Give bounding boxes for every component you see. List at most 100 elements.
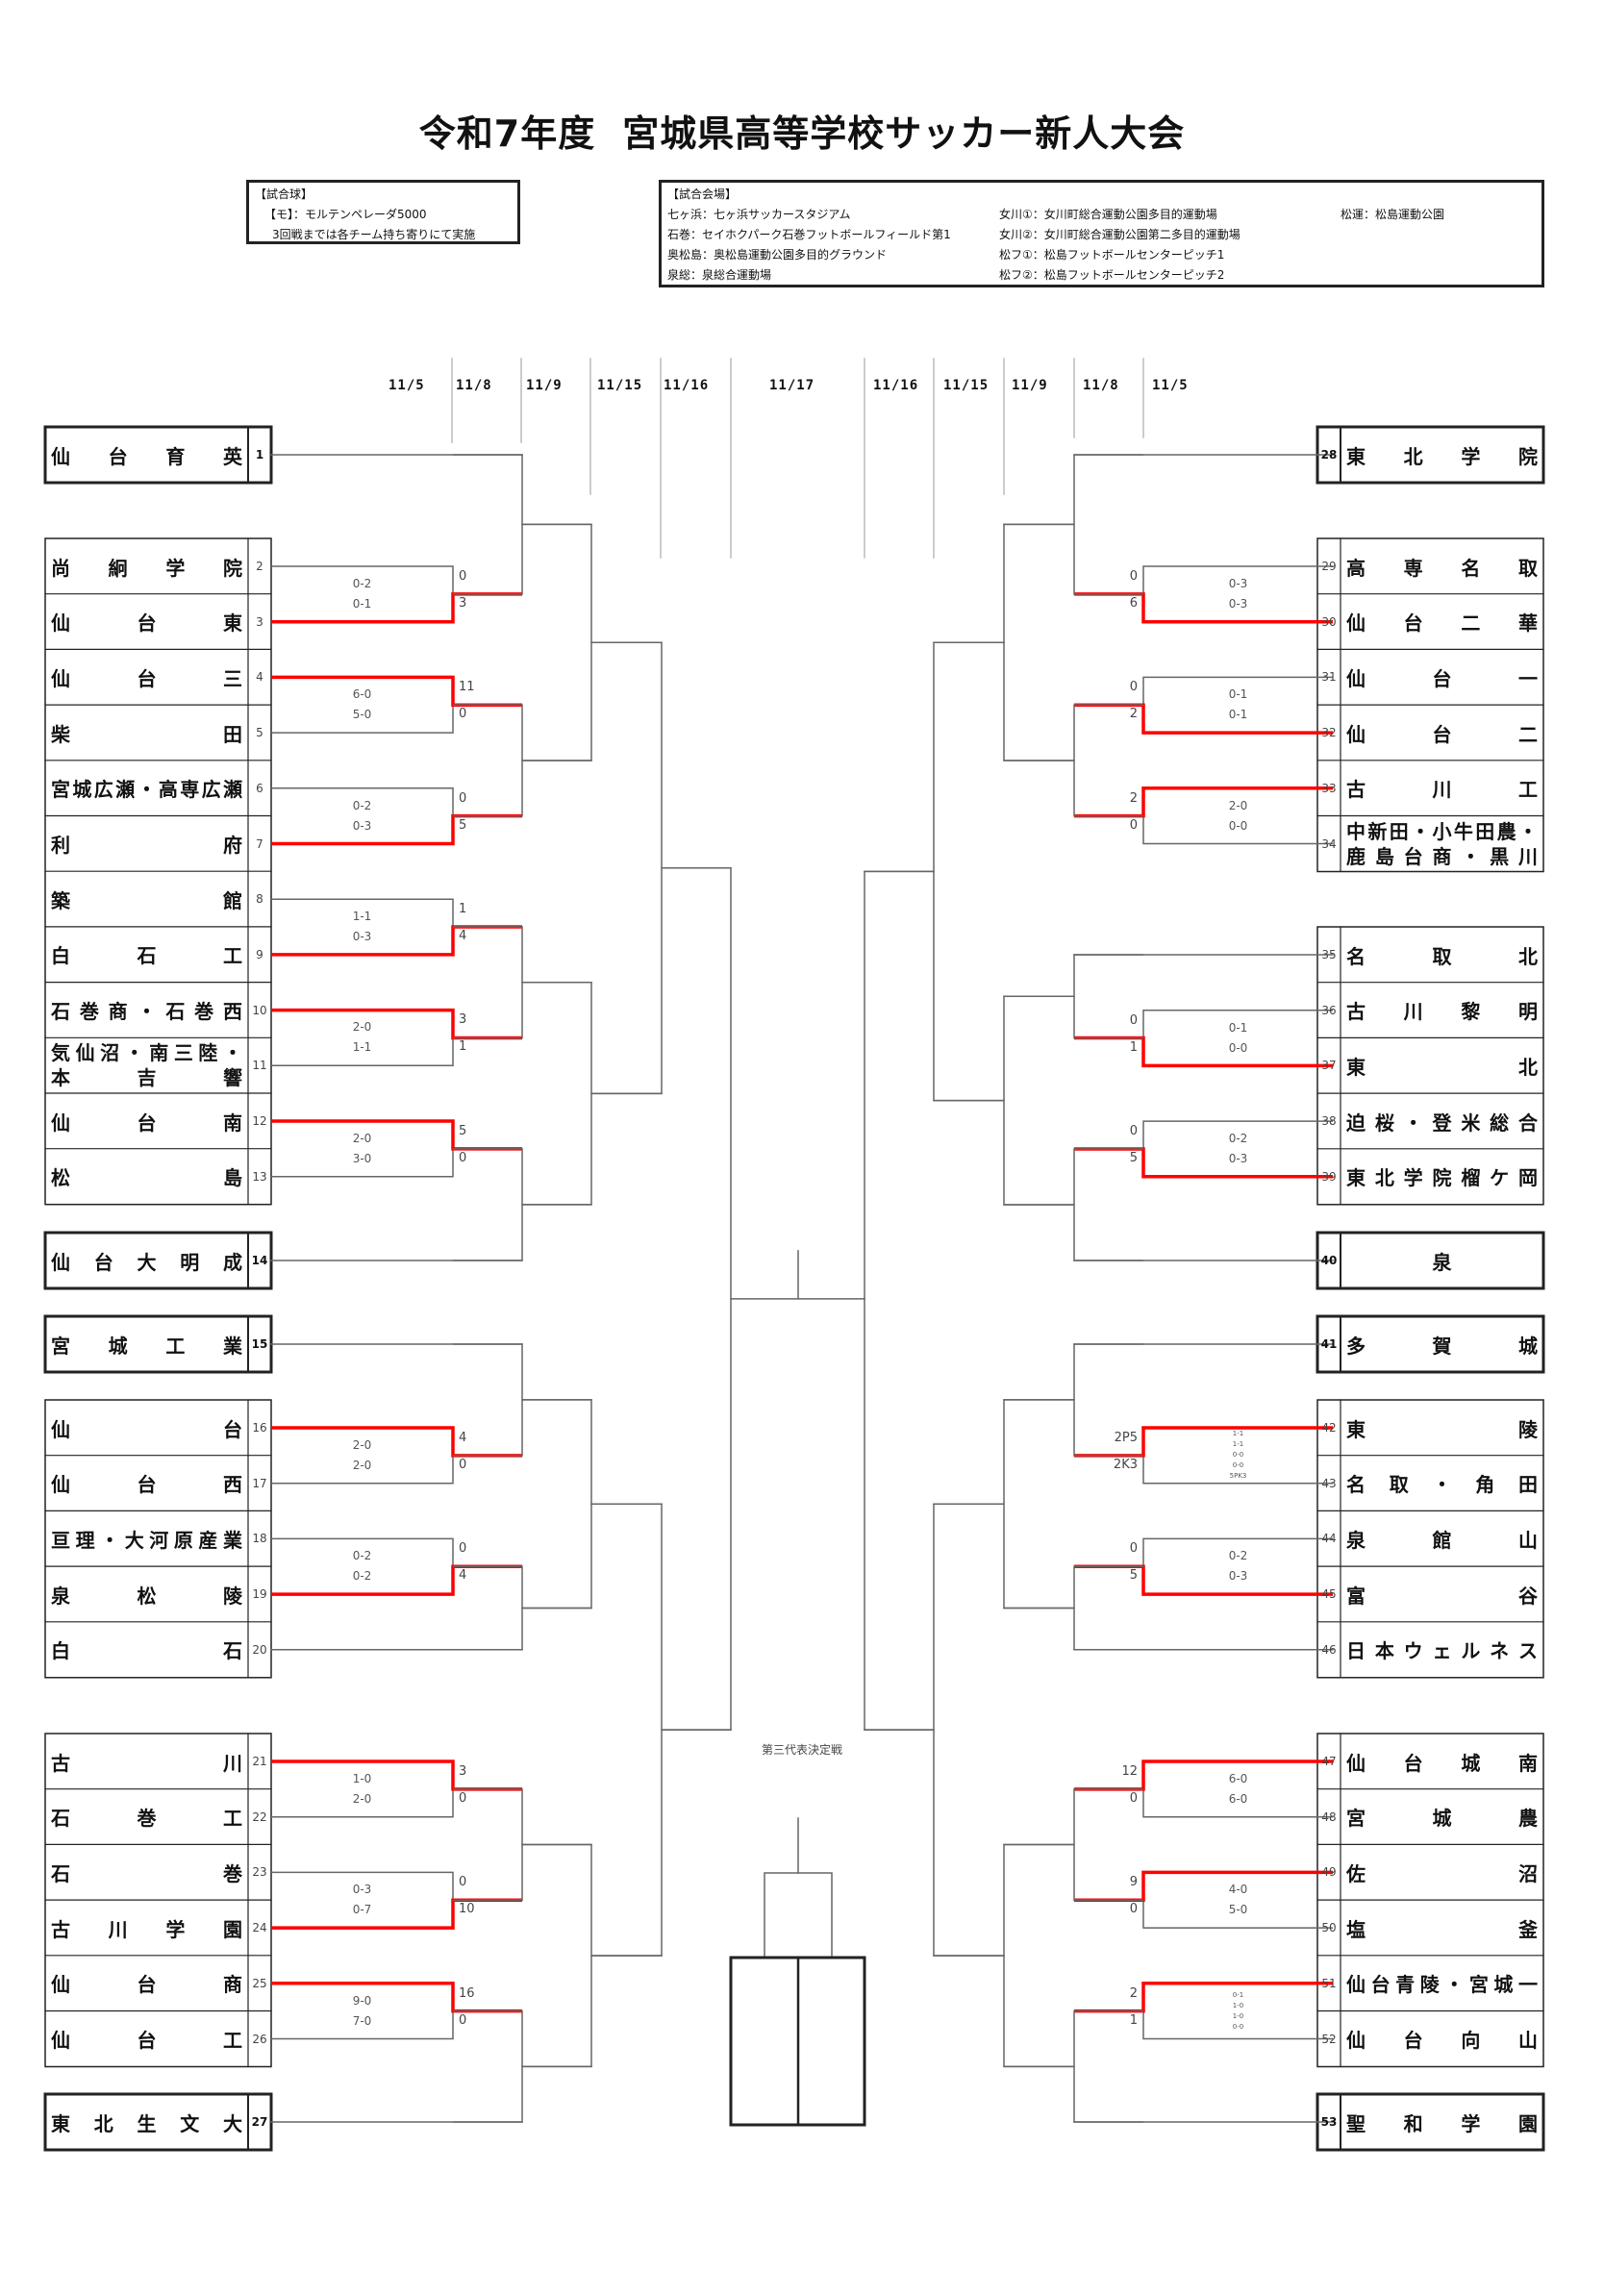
half-score: 0-7 — [352, 1903, 372, 1917]
team-number: 21 — [252, 1755, 267, 1768]
half-score: 0-2 — [352, 798, 372, 812]
team-number: 27 — [251, 2115, 268, 2129]
team-name-char: 一 — [1518, 666, 1538, 690]
team-number: 43 — [1321, 1476, 1337, 1490]
team-name-char: 瀬 — [115, 778, 136, 802]
team-name-char: 英 — [222, 444, 242, 468]
team-name-char: ・ — [1411, 819, 1431, 843]
team-name-char: 原 — [173, 1528, 193, 1552]
team-name-char: 東 — [1346, 1055, 1366, 1079]
team-name-char: 塩 — [1346, 1917, 1366, 1941]
team-name-char: 石 — [223, 1639, 242, 1663]
team-number: 35 — [1321, 948, 1337, 961]
round-bracket — [1003, 995, 1074, 1206]
venue-item: 女川①：女川町総合運動公園多目的運動場 — [999, 208, 1217, 221]
team-name-char: 工 — [223, 2029, 242, 2052]
team-name-char: ス — [1517, 1639, 1538, 1663]
team-name-char: 島 — [1374, 844, 1394, 868]
team-name: 泉 — [1341, 1233, 1543, 1288]
match-ball-box: 【試合球】 【モ】：モルテンペレーダ5000 3回戦までは各チーム持ち寄りにて実… — [246, 180, 520, 244]
team-name-char: 一 — [1517, 1973, 1538, 1997]
score-top: 0 — [1129, 1123, 1138, 1138]
team-name-char: 白 — [51, 944, 70, 968]
team-number: 28 — [1320, 448, 1338, 462]
team-name-char: 亘 — [51, 1528, 70, 1552]
team-name-char: 明 — [180, 1250, 200, 1274]
half-score: 6-0 — [1228, 1791, 1248, 1806]
team-name-char: 台 — [1432, 722, 1452, 746]
score-top: 4 — [459, 1430, 467, 1445]
team-number: 41 — [1320, 1337, 1338, 1351]
team-name-char: 巻 — [137, 1807, 157, 1831]
half-score: 2-0 — [1228, 798, 1248, 812]
team-name: 仙台青陵・宮城一 — [1341, 1956, 1543, 2011]
half-score: 0-3 — [352, 818, 372, 833]
team-name-char: 米 — [1461, 1111, 1481, 1135]
team-number: 30 — [1321, 614, 1337, 629]
team-name-char: 鹿 — [1346, 844, 1366, 868]
team-name-char: 多 — [1346, 1334, 1366, 1358]
team-name-char: 東 — [1346, 1166, 1366, 1190]
team-number: 37 — [1321, 1059, 1337, 1073]
venue-item: 石巻：セイホクパーク石巻フットボールフィールド第1 — [667, 228, 951, 241]
half-score: 1-1 — [1232, 1430, 1244, 1438]
team-name-char: 華 — [1517, 611, 1538, 636]
score-top: 3 — [459, 1012, 467, 1028]
team-number: 45 — [1321, 1587, 1337, 1602]
team-name-char: 二 — [1461, 611, 1481, 636]
team-name: 宮城工業 — [45, 1316, 248, 1372]
team-name-char: 仙 — [51, 1111, 70, 1135]
team-name-char: ・ — [100, 1528, 120, 1552]
half-score: 0-3 — [1228, 596, 1248, 611]
team-number: 5 — [256, 726, 263, 740]
team-name: 仙台工 — [45, 2011, 248, 2067]
team-name: 石巻工 — [45, 1789, 248, 1845]
team-name-char: 台 — [93, 1250, 113, 1274]
team-name-char: 宮 — [51, 778, 70, 802]
team-name-char: 東 — [223, 611, 242, 636]
team-name-char: ウ — [1403, 1639, 1423, 1663]
round-date: 11/9 — [1012, 378, 1048, 393]
team-name-char: 台 — [223, 1417, 242, 1441]
round-bracket — [1003, 1399, 1074, 1610]
team-name-char: 青 — [1395, 1973, 1416, 1997]
team-name-char: 府 — [223, 834, 242, 857]
round-date: 11/15 — [943, 378, 990, 393]
team-number: 51 — [1321, 1976, 1337, 1990]
team-number: 38 — [1321, 1114, 1337, 1129]
team-name-char: 台 — [108, 444, 128, 468]
team-name-char: 東 — [51, 2111, 70, 2135]
team-name: 仙台南 — [45, 1093, 248, 1149]
team-name-char: 二 — [1518, 722, 1538, 746]
score-top: 0 — [1129, 680, 1138, 695]
team-number: 20 — [252, 1642, 267, 1657]
half-score: 9-0 — [352, 1993, 372, 2008]
team-name-char: ・ — [1444, 1973, 1465, 1997]
team-name-char: 登 — [1432, 1111, 1452, 1135]
team-name-char: 田 — [1389, 819, 1409, 843]
team-name-char: 仙 — [51, 1473, 70, 1497]
score-top: 0 — [1129, 568, 1138, 584]
team-number: 39 — [1321, 1169, 1337, 1184]
half-score: 2-0 — [352, 1458, 372, 1472]
half-score: 0-2 — [1228, 1549, 1248, 1563]
team-name: 宮城農 — [1341, 1789, 1543, 1845]
team-name-char: 台 — [1403, 2029, 1423, 2052]
team-name-char: 院 — [1432, 1166, 1452, 1190]
team-number: 9 — [256, 947, 263, 961]
score-bottom: 0 — [459, 1457, 467, 1472]
page-title: 令和7年度宮城県高等学校サッカー新人大会 — [0, 104, 1604, 157]
half-score: 5-0 — [352, 708, 372, 722]
